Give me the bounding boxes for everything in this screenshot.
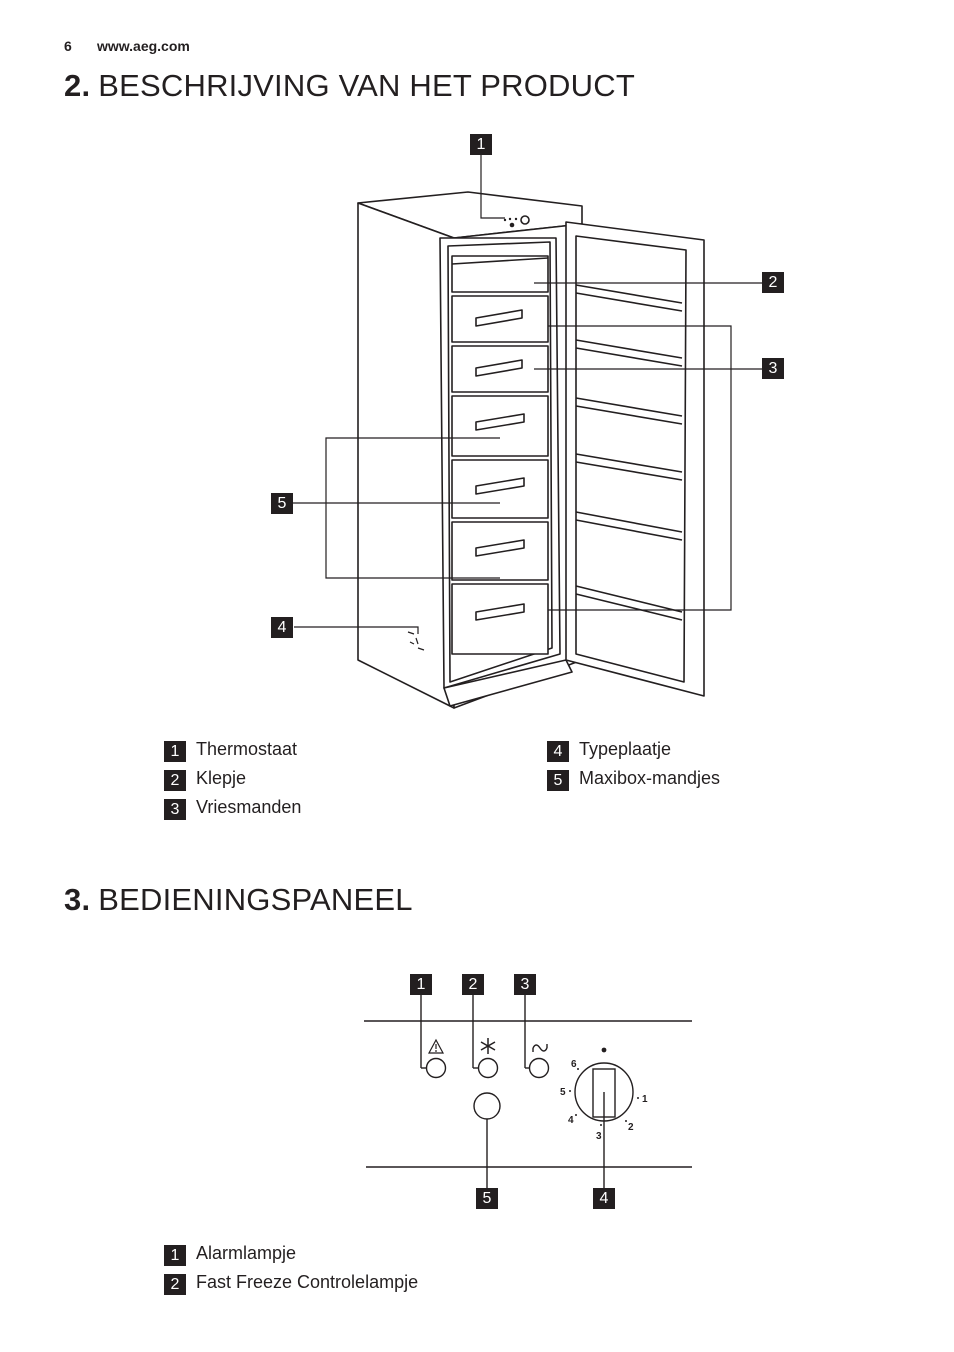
legend-number: 2 (164, 1274, 186, 1295)
legend-label: Alarmlampje (196, 1243, 297, 1263)
section-3-title-text: BEDIENINGSPANEEL (98, 882, 413, 917)
section-3-title: 3.BEDIENINGSPANEEL (64, 882, 413, 918)
legend-number: 2 (164, 770, 186, 791)
panel-callout-4-dial: 4 (593, 1188, 615, 1209)
legend-number: 4 (547, 741, 569, 762)
dial-mark-5: 5 (560, 1087, 566, 1098)
section-2-title-text: BESCHRIJVING VAN HET PRODUCT (98, 68, 635, 103)
header-url: www.aeg.com (97, 38, 190, 54)
callout-3-baskets: 3 (762, 358, 784, 379)
legend-label: Maxibox-mandjes (579, 768, 721, 788)
dial-mark-3: 3 (596, 1131, 602, 1142)
panel-callout-5-button: 5 (476, 1188, 498, 1209)
legend-label: Thermostaat (196, 739, 298, 759)
legend-label: Vriesmanden (196, 797, 302, 817)
callout-1-thermostat: 1 (470, 134, 492, 155)
dial-mark-2: 2 (628, 1122, 634, 1133)
callout-4-type-plate: 4 (271, 617, 293, 638)
section-2-title: 2.BESCHRIJVING VAN HET PRODUCT (64, 68, 635, 104)
callout-2-flap: 2 (762, 272, 784, 293)
dial-mark-4: 4 (568, 1115, 574, 1126)
legend-label: Fast Freeze Controlelampje (196, 1272, 419, 1292)
legend-label: Typeplaatje (579, 739, 672, 759)
callout-5-maxibox: 5 (271, 493, 293, 514)
legend-label: Klepje (196, 768, 247, 788)
page-number: 6 (64, 38, 72, 54)
legend-number: 3 (164, 799, 186, 820)
dial-mark-1: 1 (642, 1094, 648, 1105)
legend-number: 1 (164, 1245, 186, 1266)
panel-callout-1-alarm: 1 (410, 974, 432, 995)
legend-number: 5 (547, 770, 569, 791)
section-3-number: 3. (64, 882, 91, 917)
panel-callout-3-power: 3 (514, 974, 536, 995)
panel-callout-2-fast-freeze: 2 (462, 974, 484, 995)
section-2-number: 2. (64, 68, 91, 103)
legend-number: 1 (164, 741, 186, 762)
dial-mark-6: 6 (571, 1059, 577, 1070)
